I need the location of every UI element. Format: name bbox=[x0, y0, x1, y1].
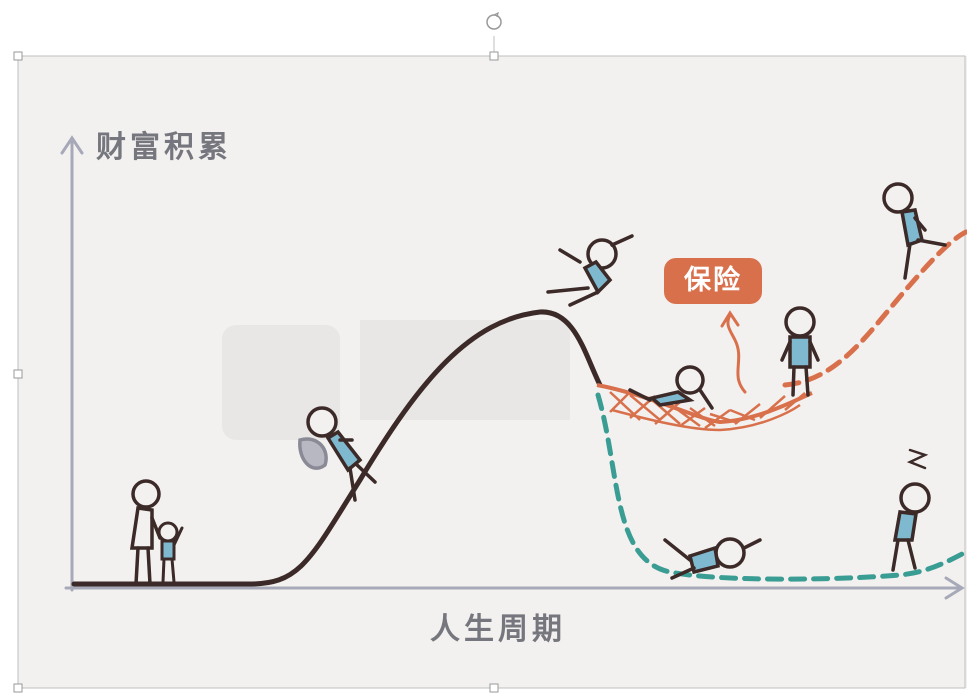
x-axis-label: 人生周期 bbox=[430, 612, 566, 647]
y-axis-label: 财富积累 bbox=[96, 130, 232, 165]
fallen-lying-figure bbox=[663, 537, 762, 580]
wealth-curve bbox=[71, 309, 603, 587]
uninsured-path bbox=[595, 392, 967, 582]
child-figure bbox=[157, 521, 184, 584]
x-axis bbox=[64, 576, 965, 600]
watermark-logo bbox=[222, 320, 570, 440]
standing-netted-figure bbox=[780, 306, 820, 397]
y-axis bbox=[60, 135, 84, 592]
insured-path bbox=[782, 229, 967, 388]
rotate-handle-icon[interactable] bbox=[486, 11, 502, 30]
bounce-arrow-icon bbox=[720, 310, 747, 394]
netted-lying-figure bbox=[628, 365, 714, 410]
falling-figure-top bbox=[546, 234, 634, 307]
climber-figure bbox=[298, 406, 377, 502]
walking-figure-top-right bbox=[882, 182, 947, 280]
resize-handles[interactable] bbox=[13, 51, 499, 693]
insurance-badge: 保险 bbox=[664, 258, 762, 304]
parent-figure bbox=[129, 479, 162, 586]
tired-figure bbox=[891, 448, 931, 572]
